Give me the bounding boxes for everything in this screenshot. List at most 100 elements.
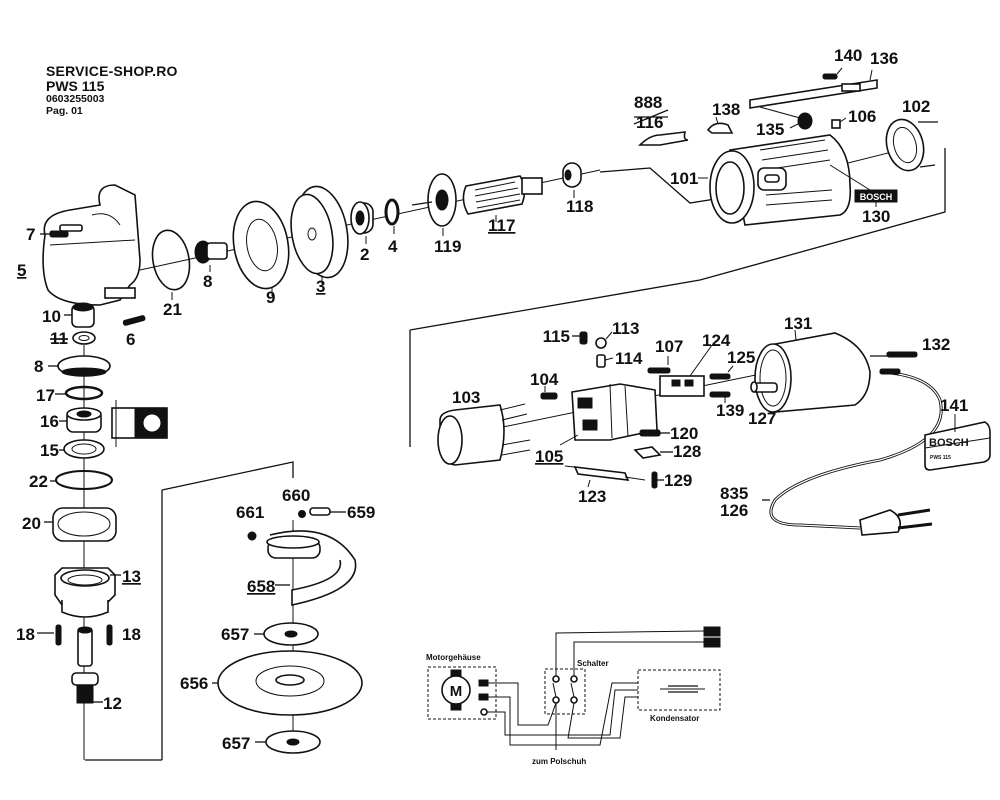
screw-part-7 <box>40 230 69 238</box>
contact-part-115 <box>572 331 588 345</box>
pole-shoe-label: zum Polschuh <box>532 757 586 766</box>
part-label: 103 <box>452 388 480 407</box>
part-label: 102 <box>902 97 930 116</box>
part-label: 125 <box>727 348 755 367</box>
screw-part-129 <box>651 471 664 489</box>
o-ring-part-22 <box>50 470 113 490</box>
part-label: 132 <box>922 335 950 354</box>
part-label: 128 <box>673 442 701 461</box>
cable-clamp-part-128 <box>633 446 673 459</box>
bearing-removal-tool-inset <box>111 400 168 447</box>
part-label: 18 <box>122 625 141 644</box>
part-label: 115 <box>543 327 570 346</box>
seal-part-15 <box>59 439 105 459</box>
spring-part-104 <box>540 386 558 400</box>
bearing-part-118 <box>562 162 582 198</box>
part-label: 130 <box>862 207 890 226</box>
o-ring-part-21 <box>151 229 191 300</box>
part-label: 888 <box>634 93 662 112</box>
motor-housing-part-101 <box>698 134 852 226</box>
ball-bearing-part-2 <box>350 201 374 244</box>
circlip-part-17 <box>55 385 104 401</box>
part-label: 139 <box>716 401 744 420</box>
nameplate-model: PWS 115 <box>930 455 951 461</box>
insulation-part-123 <box>564 465 646 488</box>
part-label: 114 <box>615 349 643 368</box>
rail-part-136 <box>749 69 878 109</box>
part-label: 9 <box>266 288 275 307</box>
part-label: 18 <box>16 625 35 644</box>
spindle-part-12 <box>71 626 103 704</box>
screw-part-6 <box>122 315 146 326</box>
part-label: 661 <box>236 503 264 522</box>
part-label: 5 <box>17 261 26 280</box>
part-label: 4 <box>388 237 398 256</box>
power-cord-part-835 <box>762 368 943 530</box>
part-label: 13 <box>122 567 141 586</box>
part-label: 136 <box>870 49 898 68</box>
part-label: 113 <box>612 319 639 338</box>
flange-part-657-top <box>254 622 319 646</box>
part-label: 6 <box>126 330 135 349</box>
part-label: 12 <box>103 694 122 713</box>
part-label: 22 <box>29 472 48 491</box>
part-label: 657 <box>221 625 249 644</box>
part-number: 0603255003 <box>46 93 105 105</box>
bearing-flange-part-13 <box>54 567 121 618</box>
part-label: 10 <box>42 307 61 326</box>
part-label: 8 <box>203 272 212 291</box>
nut-part-106 <box>831 117 847 129</box>
bush-part-10 <box>64 302 95 328</box>
nameplate-brand: BOSCH <box>929 437 969 449</box>
washer-part-11 <box>72 331 96 345</box>
part-label: 11 <box>50 329 68 348</box>
page-header: SERVICE-SHOP.RO PWS 115 0603255003 Pag. … <box>46 64 178 116</box>
part-label: 17 <box>36 386 55 405</box>
part-label: 101 <box>670 169 698 188</box>
screw-part-132 <box>870 351 918 358</box>
bearing-flange-part-3 <box>290 185 349 284</box>
screw-part-120 <box>639 429 670 437</box>
part-label: 116 <box>636 113 663 132</box>
part-label: 20 <box>22 514 41 533</box>
part-label: 131 <box>784 314 812 333</box>
part-label: 119 <box>434 237 461 256</box>
part-label: 135 <box>756 120 784 139</box>
part-label: 107 <box>655 337 683 356</box>
clip-part-138 <box>706 116 734 134</box>
part-label: 118 <box>566 197 593 216</box>
part-label: 7 <box>26 225 35 244</box>
part-label: 117 <box>488 216 515 235</box>
motor-symbol: M <box>450 683 463 700</box>
handle-housing-part-131 <box>754 329 871 413</box>
cover-part-888 <box>633 109 689 146</box>
part-label: 124 <box>702 331 731 350</box>
capacitor-box <box>637 669 721 711</box>
part-label: 8 <box>34 357 43 376</box>
part-label: 127 <box>748 409 776 428</box>
screw-part-18-left <box>37 624 62 646</box>
field-coil-part-103 <box>437 403 531 466</box>
gear-housing-part-5 <box>42 184 141 306</box>
clamp-screw-part-659 <box>309 507 346 516</box>
screw-part-107 <box>647 356 671 374</box>
part-label: 105 <box>535 447 563 466</box>
screw-part-18-right <box>106 624 113 646</box>
sleeve-part-114 <box>596 354 614 368</box>
capacitor-label: Kondensator <box>650 714 699 723</box>
part-label: 141 <box>940 396 968 415</box>
armature-part-117 <box>411 173 543 236</box>
part-label: 21 <box>163 300 182 319</box>
part-label: 126 <box>720 501 748 520</box>
end-cap-part-102 <box>885 118 938 172</box>
part-label: 658 <box>247 577 275 596</box>
gasket-part-20 <box>44 507 117 542</box>
pinion-part-8 <box>194 240 228 272</box>
part-label: 104 <box>530 370 559 389</box>
part-label: 129 <box>664 471 692 490</box>
nut-part-660 <box>298 510 306 518</box>
part-label: 106 <box>848 107 876 126</box>
wheel-guard-part-658 <box>266 530 357 606</box>
logo-badge-text: BOSCH <box>860 192 893 202</box>
